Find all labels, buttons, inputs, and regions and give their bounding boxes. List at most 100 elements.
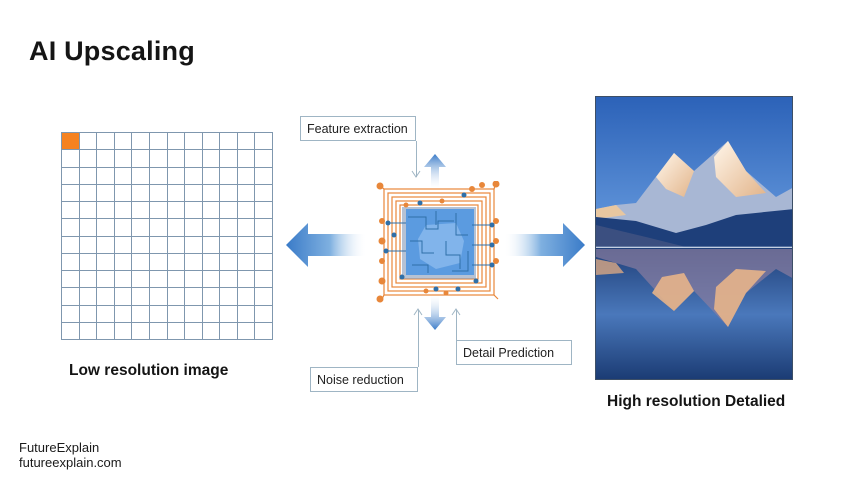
neural-chip-icon [376,181,500,303]
feature-extraction-label: Feature extraction [300,116,416,141]
grid-cell [220,253,238,271]
grid-cell [167,253,186,271]
grid-cell [132,305,150,323]
grid-cell [114,202,133,220]
grid-cell [149,236,168,254]
grid-cell [132,236,150,254]
grid-cell [62,322,80,340]
grid-cell [202,184,221,202]
grid-cell [132,202,150,220]
grid-cell [220,236,238,254]
grid-cell [62,150,80,168]
grid-cell [79,219,98,237]
grid-cell [237,219,256,237]
grid-cell [185,219,203,237]
grid-cell [202,167,221,185]
grid-cell [79,150,98,168]
grid-cell [167,202,186,220]
connector-arrowhead-icon [413,308,423,316]
grid-cell [202,288,221,306]
noise-reduction-connector [418,310,419,367]
grid-cell [255,271,273,289]
grid-cell [185,236,203,254]
grid-cell [220,184,238,202]
grid-cell [185,253,203,271]
grid-cell [237,133,256,151]
grid-cell [79,288,98,306]
grid-cell [255,167,273,185]
grid-cell [114,305,133,323]
arrow-right-icon [505,223,585,267]
grid-cell [97,219,115,237]
grid-cell [79,253,98,271]
grid-cell [132,133,150,151]
detail-prediction-connector [456,310,457,340]
grid-cell [132,150,150,168]
grid-cell [79,322,98,340]
grid-cell [220,305,238,323]
grid-cell [255,322,273,340]
grid-cell [132,271,150,289]
grid-cell [237,202,256,220]
grid-cell [79,305,98,323]
grid-cell [185,150,203,168]
grid-cell [62,288,80,306]
grid-cell [167,322,186,340]
arrow-left-icon [286,223,366,267]
grid-cell [114,133,133,151]
grid-cell [97,236,115,254]
grid-cell [202,219,221,237]
grid-cell [149,167,168,185]
grid-cell [237,271,256,289]
grid-cell [220,219,238,237]
page-title: AI Upscaling [29,36,195,66]
grid-cell [220,150,238,168]
grid-cell [237,288,256,306]
grid-cell [255,305,273,323]
grid-cell [255,150,273,168]
grid-cell [149,322,168,340]
grid-cell [167,271,186,289]
grid-cell [97,271,115,289]
grid-cell [149,253,168,271]
grid-cell [237,305,256,323]
arrow-down-icon [424,296,446,330]
grid-cell [167,184,186,202]
noise-reduction-label: Noise reduction [310,367,418,392]
grid-cell [255,202,273,220]
grid-cell [79,202,98,220]
grid-cell [237,253,256,271]
grid-cell [202,236,221,254]
grid-cell [185,288,203,306]
grid-cell [167,219,186,237]
grid-cell [220,167,238,185]
grid-cell [62,253,80,271]
grid-cell [79,236,98,254]
grid-cell [97,305,115,323]
grid-cell [149,202,168,220]
grid-cell [97,322,115,340]
grid-cell [202,271,221,289]
grid-cell [114,253,133,271]
grid-cell [97,133,115,151]
brand-name: FutureExplain [19,440,100,455]
grid-cell [79,184,98,202]
grid-cell [202,202,221,220]
grid-cell [114,219,133,237]
grid-cell [114,184,133,202]
brand-footer: FutureExplain futureexplain.com [19,440,122,470]
low-resolution-grid [61,132,273,340]
grid-cell [167,305,186,323]
grid-cell [62,271,80,289]
grid-cell [185,167,203,185]
grid-cell [149,271,168,289]
high-resolution-caption: High resolution Detalied [607,393,786,410]
grid-cell [237,167,256,185]
grid-cell [149,305,168,323]
grid-cell [237,184,256,202]
grid-cell [255,184,273,202]
grid-cell [132,184,150,202]
grid-cell [149,184,168,202]
brand-url: futureexplain.com [19,455,122,470]
grid-cell [255,253,273,271]
